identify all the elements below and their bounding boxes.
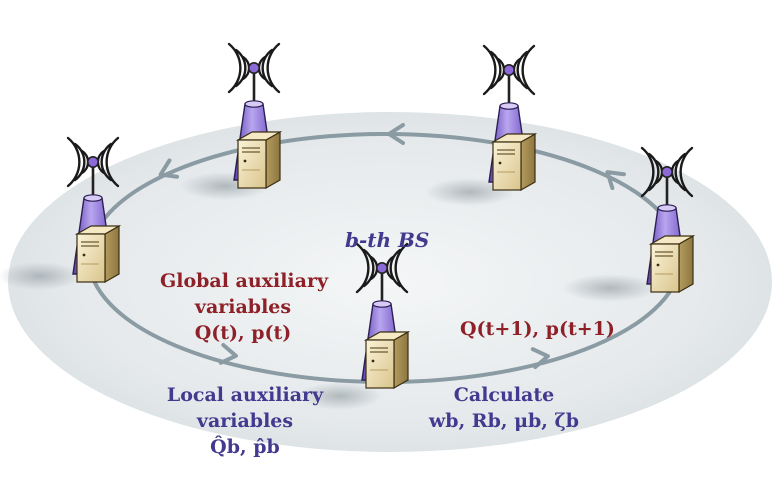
global-label: Global auxiliary variables Q(t), p(t): [160, 268, 329, 346]
local-label-line3: Q̂b, p̂b: [210, 436, 280, 458]
calc-label: Calculate wb, Rb, μb, ζb: [414, 382, 594, 434]
local-label: Local auxiliary variables Q̂b, p̂b: [165, 382, 325, 460]
calc-label-line2: wb, Rb, μb, ζb: [428, 410, 580, 432]
local-label-line2: variables: [196, 410, 294, 432]
calc-label-line1: Calculate: [453, 384, 555, 406]
bs-title: b-th BS: [345, 227, 429, 253]
global-label-line1: Global auxiliary: [160, 270, 329, 292]
local-label-line1: Local auxiliary: [166, 384, 324, 406]
global-label-line3: Q(t), p(t): [194, 322, 292, 344]
bs-title-text: b-th BS: [345, 228, 430, 252]
update-label: Q(t+1), p(t+1): [460, 318, 615, 340]
base-station-top-right: [482, 44, 537, 192]
base-station-top-left: [227, 42, 282, 190]
global-label-line2: variables: [194, 296, 292, 318]
